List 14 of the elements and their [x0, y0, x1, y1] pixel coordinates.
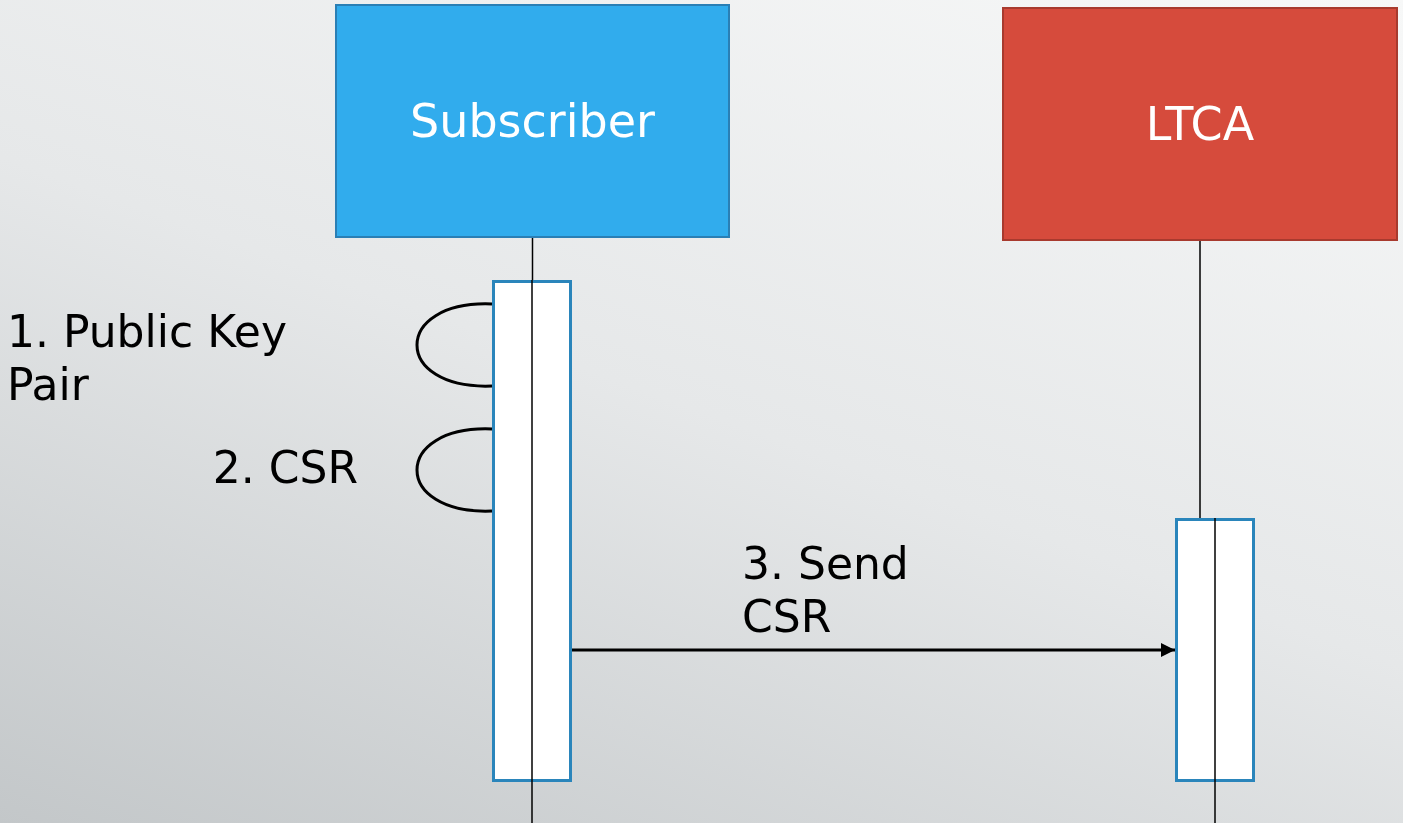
participant-name: LTCA	[1145, 95, 1255, 153]
lifeline	[1199, 240, 1201, 519]
participant-box	[1002, 7, 1398, 241]
participant-box	[335, 4, 730, 238]
message-label: 1. Public Key Pair	[7, 306, 288, 412]
activation-bar	[492, 280, 572, 782]
message-label: 2. CSR	[211, 442, 358, 495]
self-message-loop	[415, 302, 493, 388]
self-message-loop	[415, 427, 493, 513]
activation-bar	[1175, 518, 1255, 782]
participant-name: Subscriber	[410, 92, 655, 150]
lifeline	[531, 237, 534, 281]
message-label: 3. Send CSR	[742, 538, 910, 644]
message-arrow	[572, 643, 1175, 657]
